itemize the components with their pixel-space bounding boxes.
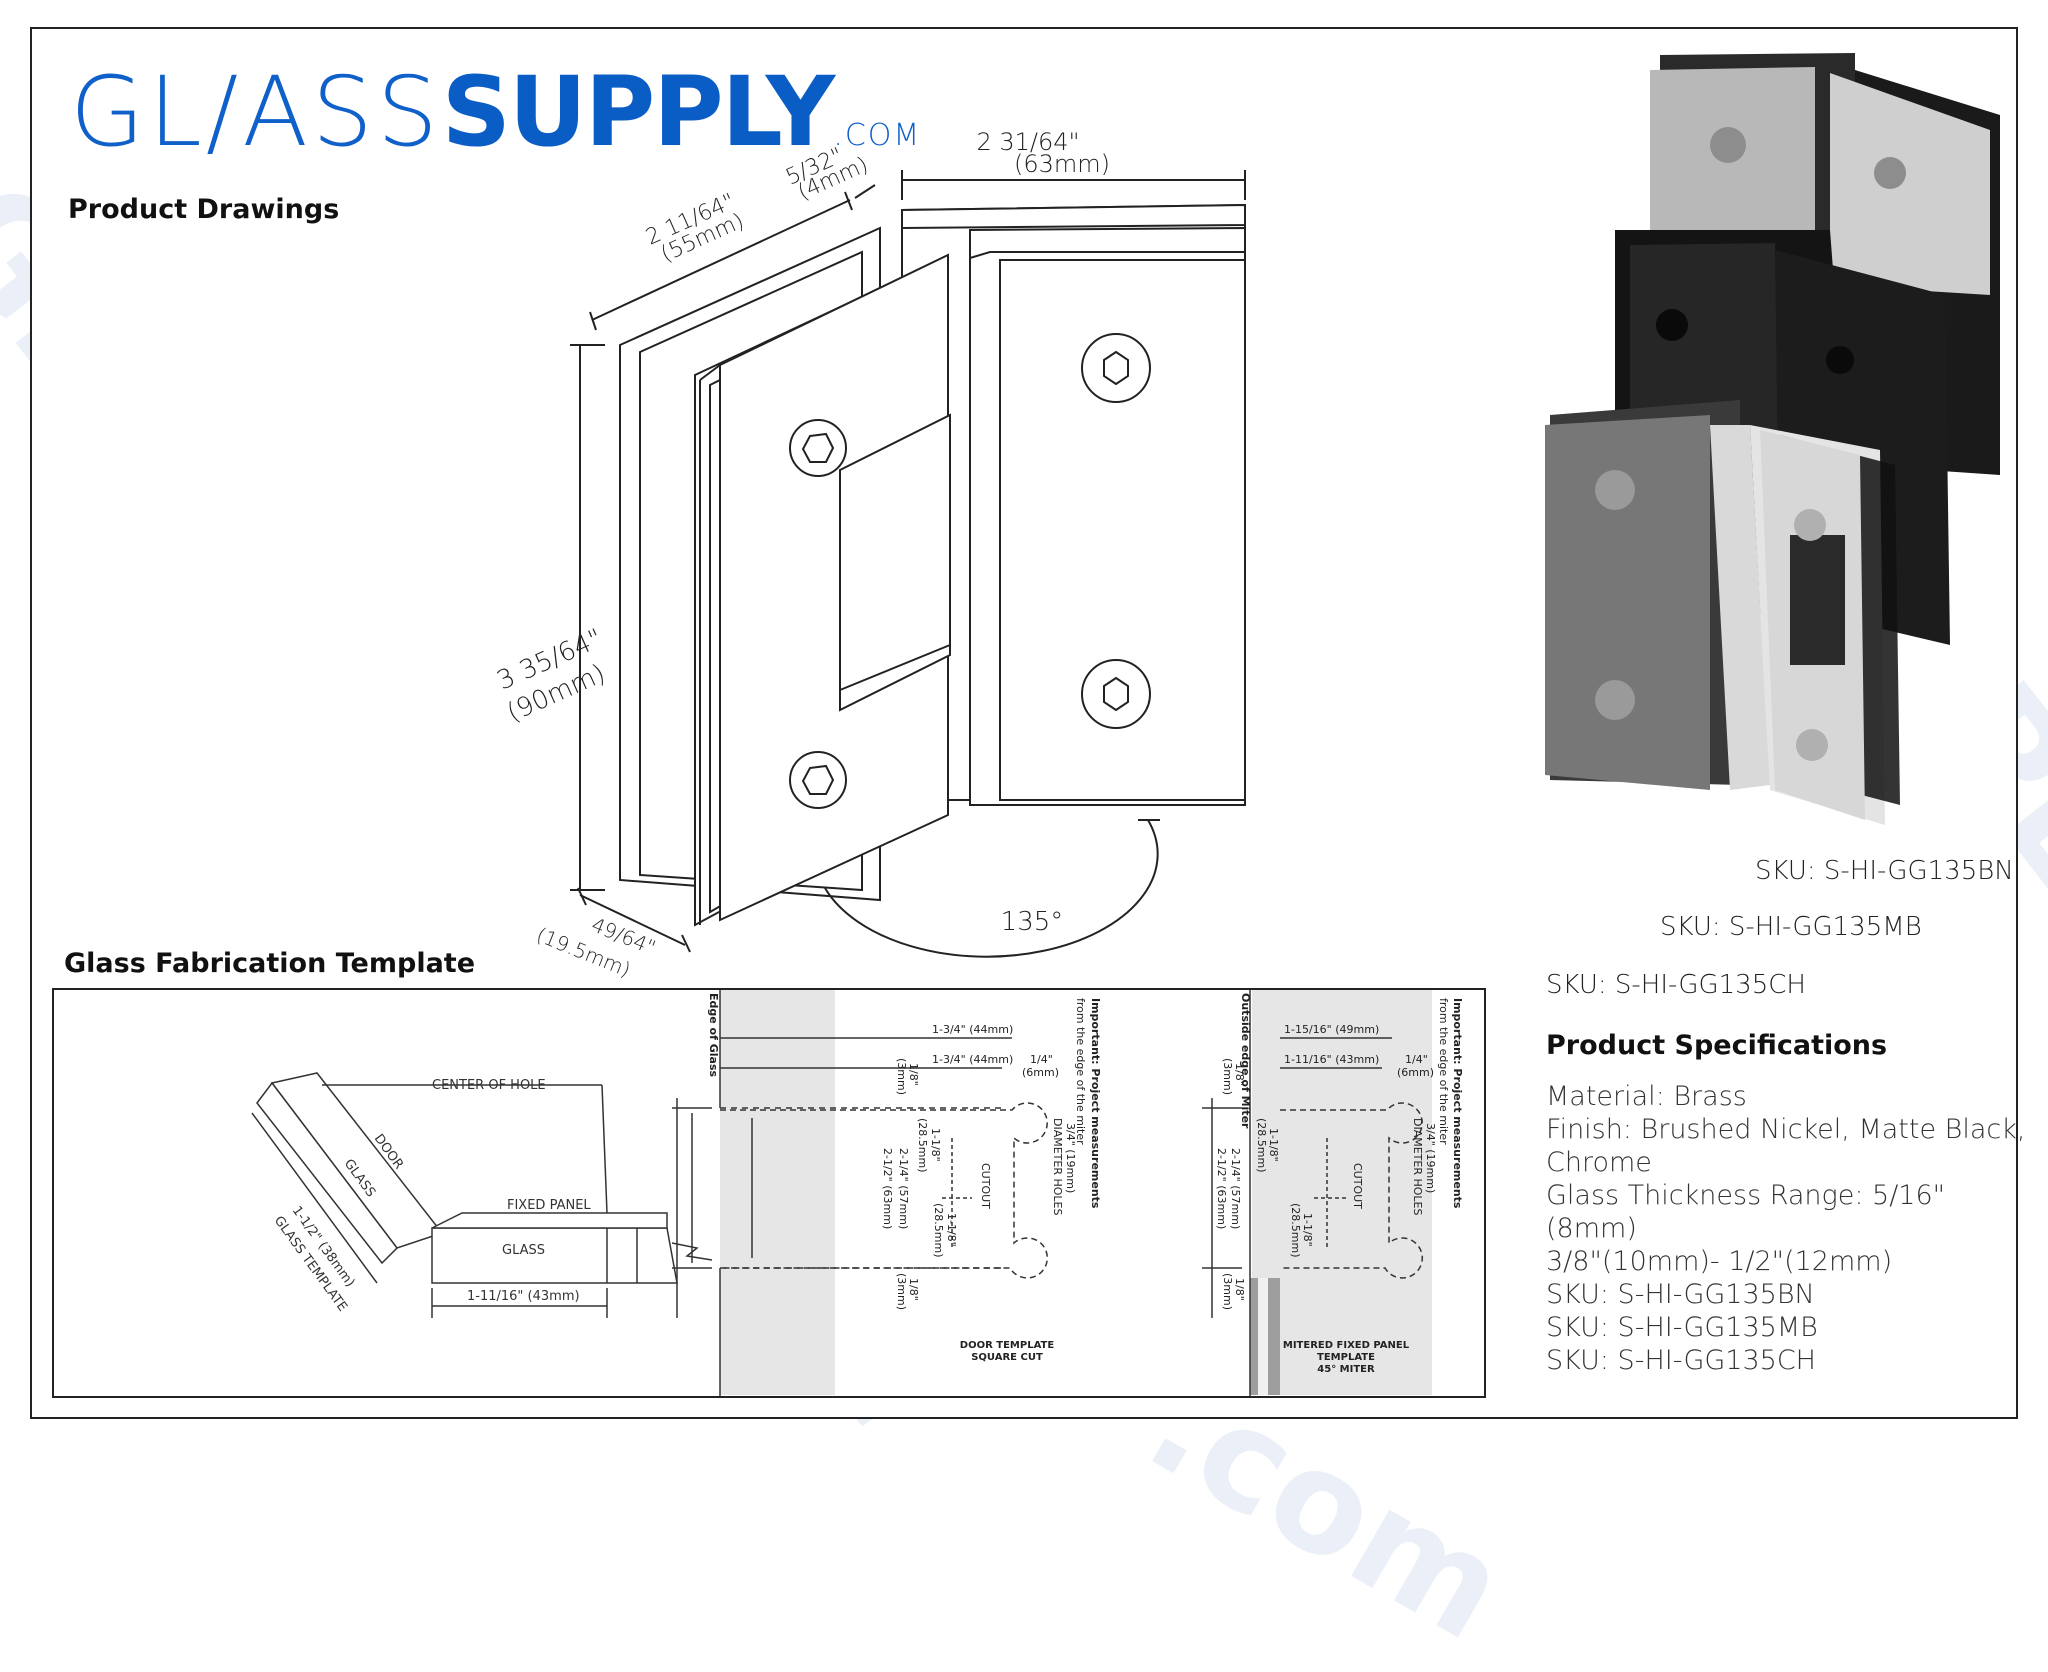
miter-hole-mm: (6mm) [1397, 1066, 1434, 1079]
door-label-2: SQUARE CUT [971, 1352, 1043, 1363]
miter-v-18-bot: 1/8" [1233, 1278, 1246, 1301]
miter-hole: 1/4" [1405, 1053, 1428, 1066]
spec-line: 3/8"(10mm)- 1/2"(12mm) [1546, 1246, 1893, 1277]
door-inner-dim: 1-3/4" (44mm) [932, 1053, 1013, 1066]
photo-sku-ch: SKU: S-HI-GG135CH [1546, 970, 1806, 1000]
miter-important-2: from the edge of the miter [1437, 998, 1450, 1145]
hinge-technical-drawing: 2 31/64" (63mm) 2 11/64" (55mm) 5/32" (4… [493, 128, 1246, 982]
miter-v-212: 2-1/2" (63mm) [1215, 1148, 1228, 1229]
door-v-18-top-mm: (3mm) [895, 1058, 908, 1095]
miter-v-118b-mm: (28.5mm) [1289, 1203, 1302, 1258]
miter-cutout: CUTOUT [1351, 1163, 1364, 1209]
door-v-214: 2-1/4" (57mm) [897, 1148, 910, 1229]
door-hole-mm: (6mm) [1022, 1066, 1059, 1079]
glasssupply-logo: GL/ASSSUPPLY.COM [70, 56, 921, 168]
label-glass-b: GLASS [502, 1243, 545, 1258]
label-fixed-panel: FIXED PANEL [507, 1198, 591, 1213]
door-v-18-bot-mm: (3mm) [895, 1273, 908, 1310]
miter-label-2: TEMPLATE [1317, 1352, 1375, 1363]
miter-label-3: 45° MITER [1317, 1364, 1375, 1375]
spec-line: SKU: S-HI-GG135CH [1546, 1345, 1816, 1376]
logo-bold: SUPPLY [441, 56, 836, 168]
miter-v-18-top: 1/8" [1233, 1063, 1246, 1086]
miter-important-1: Important: Project measurements [1451, 998, 1464, 1209]
miter-v-18-bot-mm: (3mm) [1221, 1273, 1234, 1310]
logo-thin: GL/ASS [70, 56, 442, 168]
miter-edge-label: Outside edge of Miter [1239, 993, 1252, 1129]
door-important-1: Important: Project measurements [1089, 998, 1102, 1209]
logo-suffix: .COM [833, 118, 922, 153]
hinge-chrome [1545, 400, 1900, 825]
product-drawings-heading: Product Drawings [68, 194, 340, 225]
door-v-18-bot: 1/8" [907, 1278, 920, 1301]
miter-v-118b: 1-1/8" [1301, 1213, 1314, 1247]
specifications-list: Material: Brass Finish: Brushed Nickel, … [1546, 1080, 2026, 1377]
miter-top-dim: 1-15/16" (49mm) [1284, 1023, 1379, 1036]
door-v-118a: 1-1/8" [929, 1128, 942, 1162]
dim-width-mm: (63mm) [1014, 150, 1110, 178]
door-v-118b: 1-1/8" [945, 1213, 958, 1247]
fabrication-template-heading: Glass Fabrication Template [64, 948, 476, 979]
door-v-118a-mm: (28.5mm) [916, 1118, 929, 1173]
miter-v-118a: 1-1/8" [1267, 1128, 1280, 1162]
miter-diam-1: 3/4" (19mm) [1424, 1123, 1437, 1193]
product-specifications-heading: Product Specifications [1546, 1030, 1888, 1061]
door-v-118b-mm: (28.5mm) [932, 1203, 945, 1258]
door-edge-label: Edge of Glass [707, 993, 720, 1077]
miter-diam-2: DIAMETER HOLES [1411, 1118, 1424, 1215]
dim-width-in: 2 31/64" [976, 128, 1079, 156]
door-template: Edge of Glass Important: Project measure… [672, 990, 1102, 1396]
door-diam-1: 3/4" (19mm) [1064, 1123, 1077, 1193]
label-center-of-hole: CENTER OF HOLE [432, 1078, 546, 1093]
door-v-18-top: 1/8" [907, 1063, 920, 1086]
door-important-2: from the edge of the miter [1074, 998, 1087, 1145]
door-top-dim: 1-3/4" (44mm) [932, 1023, 1013, 1036]
miter-label-1: MITERED FIXED PANEL [1283, 1340, 1410, 1351]
photo-sku-bn: SKU: S-HI-GG135BN [1755, 856, 2014, 886]
spec-line: SKU: S-HI-GG135BN [1546, 1279, 1815, 1310]
photo-sku-mb: SKU: S-HI-GG135MB [1660, 912, 1922, 942]
product-photo [1545, 53, 2000, 825]
label-template-width: 1-11/16" (43mm) [467, 1289, 580, 1304]
door-diam-2: DIAMETER HOLES [1051, 1118, 1064, 1215]
hinge-brushed-nickel [1650, 53, 2000, 475]
miter-v-214: 2-1/4" (57mm) [1229, 1148, 1242, 1229]
door-hole: 1/4" [1030, 1053, 1053, 1066]
spec-line: Chrome [1546, 1147, 1652, 1178]
miter-template: Outside edge of Miter Important: Project… [1202, 990, 1464, 1396]
spec-line: Glass Thickness Range: 5/16"(8mm) [1546, 1180, 1946, 1244]
miter-v-18-top-mm: (3mm) [1221, 1058, 1234, 1095]
dim-angle: 135° [1001, 907, 1064, 937]
miter-inner-dim: 1-11/16" (43mm) [1284, 1053, 1379, 1066]
spec-line: SKU: S-HI-GG135MB [1546, 1312, 1818, 1343]
miter-v-118a-mm: (28.5mm) [1255, 1118, 1268, 1173]
fabrication-template-drawing: CENTER OF HOLE DOOR GLASS FIXED PANEL GL… [251, 990, 1464, 1396]
door-label-1: DOOR TEMPLATE [960, 1340, 1055, 1351]
fabrication-template-box [52, 988, 1486, 1398]
spec-line: Finish: Brushed Nickel, Matte Black, [1546, 1114, 2026, 1145]
door-v-212: 2-1/2" (63mm) [881, 1148, 894, 1229]
door-cutout: CUTOUT [979, 1163, 992, 1209]
spec-line: Material: Brass [1546, 1081, 1747, 1112]
